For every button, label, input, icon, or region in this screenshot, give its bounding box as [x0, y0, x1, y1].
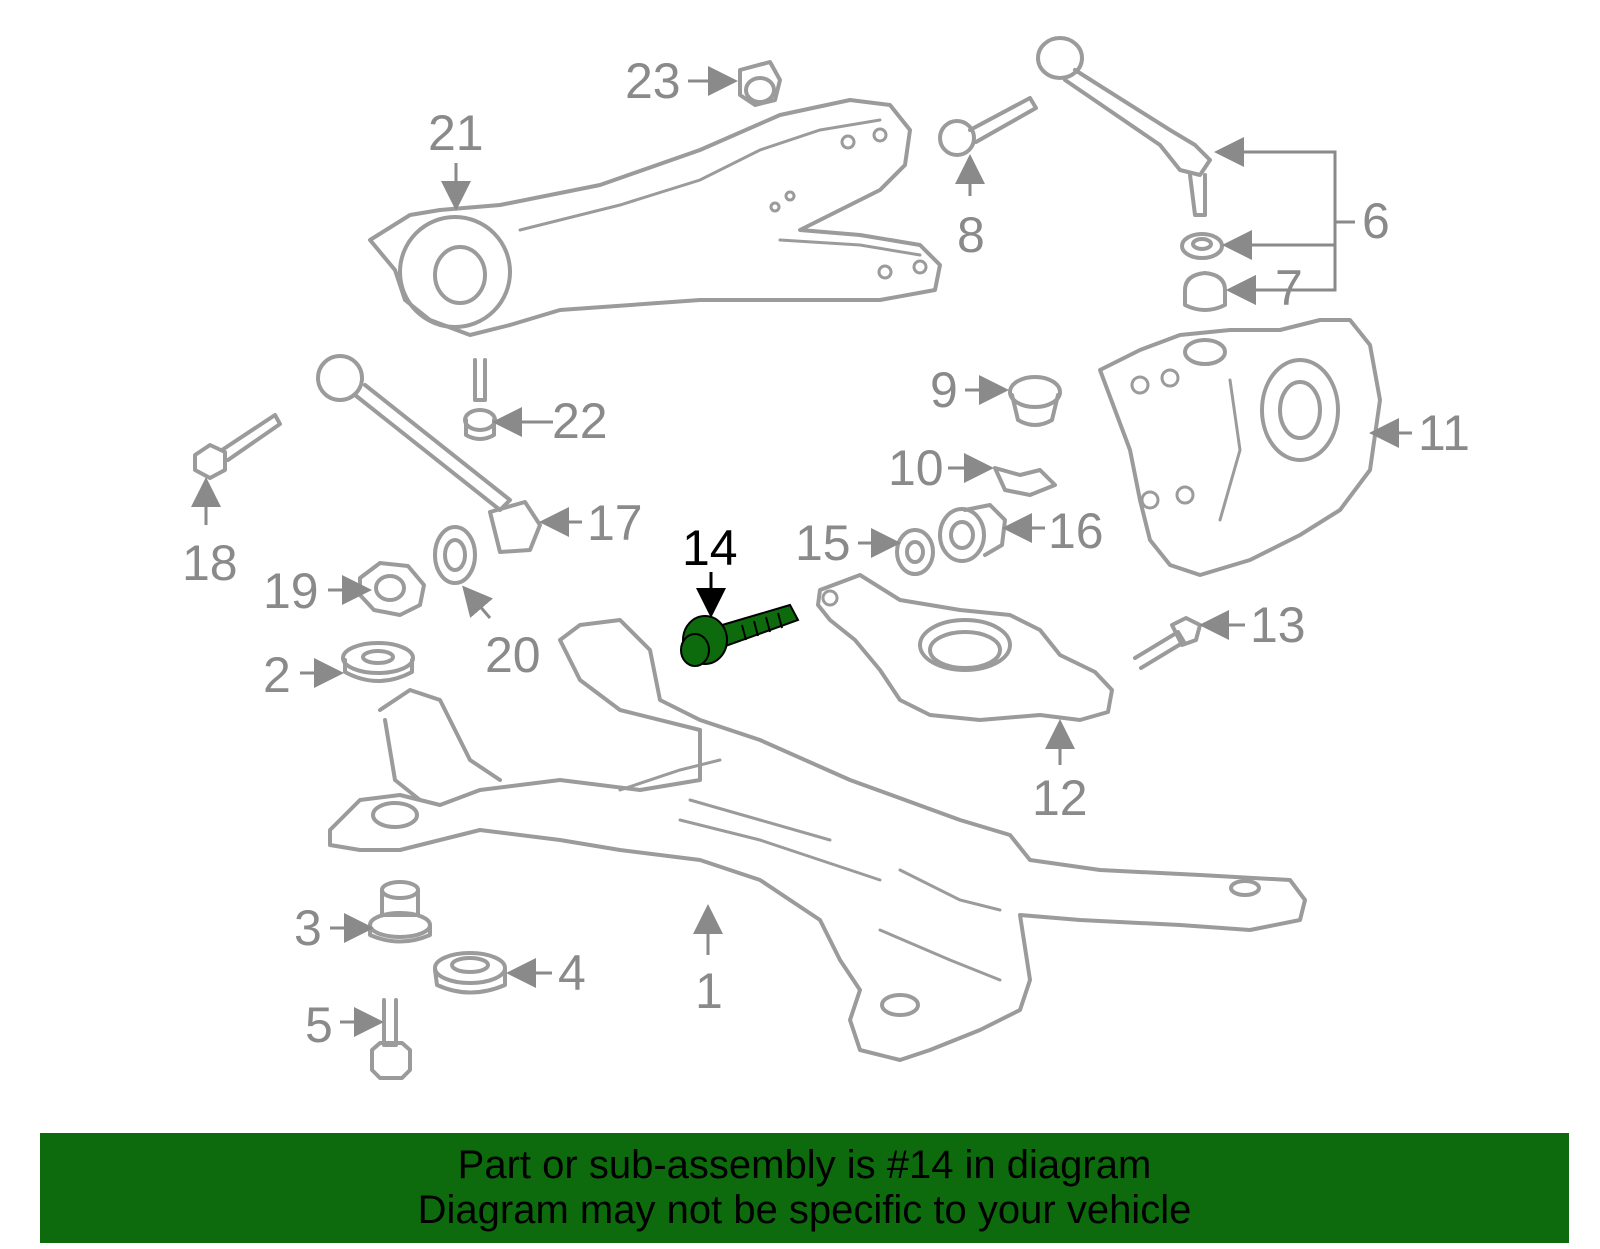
callout-2: 2: [263, 647, 291, 703]
callout-21: 21: [428, 105, 484, 161]
bolt-8-part: [938, 96, 1038, 157]
mount-3-part: [368, 880, 432, 944]
info-banner: Part or sub-assembly is #14 in diagram D…: [40, 1133, 1569, 1243]
knuckle-11-part: [1098, 318, 1382, 577]
callout-18: 18: [182, 535, 238, 591]
lateral-link-17-part: [316, 354, 542, 554]
callout-labels: 23 21 8 6 7 9 10 11 17 22 18 19 20 2 15 …: [182, 53, 1470, 1053]
callout-10: 10: [888, 440, 944, 496]
bolt-22-part: [463, 358, 497, 441]
clip-10-part: [993, 466, 1057, 497]
parts-diagram: 23 21 8 6 7 9 10 11 17 22 18 19 20 2 15 …: [182, 36, 1470, 1080]
callout-16: 16: [1048, 503, 1104, 559]
banner-line-2: Diagram may not be specific to your vehi…: [417, 1188, 1192, 1232]
lower-arm-12-part: [816, 573, 1114, 722]
callout-15: 15: [795, 515, 851, 571]
callout-arrows: [191, 66, 1412, 1037]
callout-5: 5: [305, 997, 333, 1053]
callout-7: 7: [1275, 260, 1303, 316]
callout-12: 12: [1032, 770, 1088, 826]
mount-2-part: [341, 641, 415, 683]
callout-19: 19: [263, 563, 319, 619]
callout-8: 8: [957, 207, 985, 263]
bushing-16-part: [938, 503, 1007, 563]
bolt-13-part: [1133, 616, 1202, 670]
washer-20-part: [433, 525, 477, 585]
bushing-9-part: [1008, 375, 1062, 427]
trailing-arm-part: [368, 98, 942, 337]
washer-15-part: [895, 528, 935, 576]
callout-11: 11: [1418, 405, 1470, 461]
bushing-7-part: [1183, 271, 1227, 312]
bolt-5-part: [370, 998, 412, 1080]
bolt-14-part[interactable]: [680, 603, 800, 667]
banner-line-1: Part or sub-assembly is #14 in diagram: [457, 1143, 1152, 1187]
bolt-18-part: [193, 413, 282, 480]
callout-14-highlighted: 14: [682, 520, 738, 576]
bushing-6-part: [1180, 232, 1224, 260]
callout-1: 1: [695, 963, 723, 1019]
callout-17: 17: [587, 495, 643, 551]
callout-22: 22: [552, 393, 608, 449]
callout-6: 6: [1362, 193, 1390, 249]
nut-23-part: [738, 60, 782, 107]
nut-19-part: [358, 561, 426, 617]
stabilizer-link-part: [1036, 36, 1212, 217]
subframe-1-part: [328, 618, 1307, 1062]
callout-20: 20: [485, 627, 541, 683]
callout-9: 9: [930, 362, 958, 418]
callout-3: 3: [294, 900, 322, 956]
callout-23: 23: [625, 53, 681, 109]
bushing-4-part: [433, 951, 507, 995]
callout-13: 13: [1250, 597, 1306, 653]
callout-4: 4: [558, 945, 586, 1001]
